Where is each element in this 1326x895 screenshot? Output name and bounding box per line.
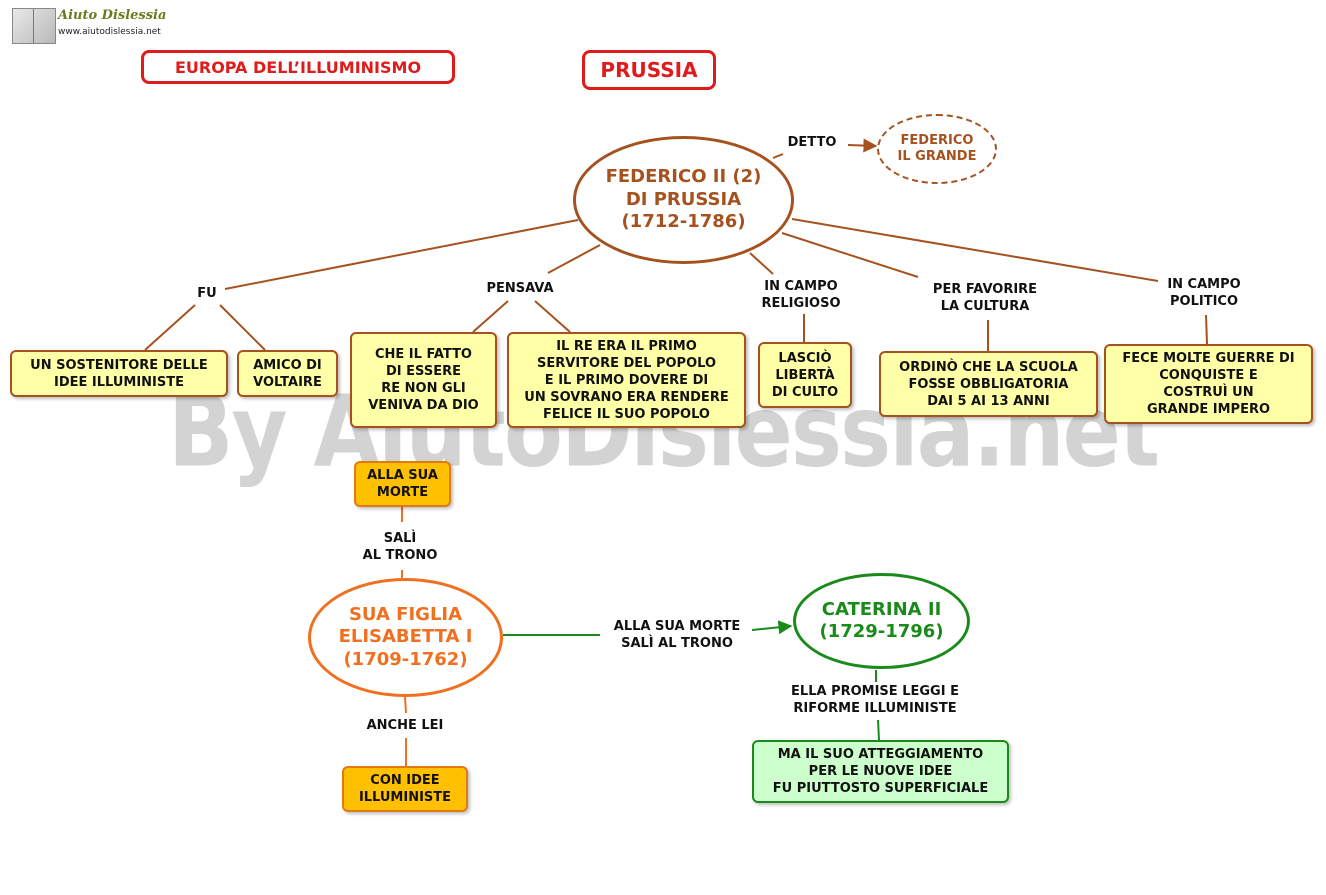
- box-scuola-obbligatoria: ORDINÒ CHE LA SCUOLA FOSSE OBBLIGATORIA …: [879, 351, 1098, 417]
- title-europa: EUROPA DELL’ILLUMINISMO: [141, 50, 455, 84]
- node-federico-il-grande: FEDERICO IL GRANDE: [877, 114, 997, 184]
- box-guerre-impero: FECE MOLTE GUERRE DI CONQUISTE E COSTRUÌ…: [1104, 344, 1313, 424]
- box-primo-servitore: IL RE ERA IL PRIMO SERVITORE DEL POPOLO …: [507, 332, 746, 428]
- label-detto: DETTO: [787, 135, 837, 150]
- site-logo[interactable]: Aiuto Dislessia www.aiutodislessia.net: [12, 6, 172, 44]
- box-con-idee-illuministe: CON IDEE ILLUMINISTE: [342, 766, 468, 812]
- logo-brand: Aiuto Dislessia: [58, 8, 167, 23]
- book-icon: [12, 8, 56, 44]
- title-prussia: PRUSSIA: [582, 50, 716, 90]
- box-alla-sua-morte: ALLA SUA MORTE: [354, 461, 451, 507]
- label-in-campo-religioso: IN CAMPO RELIGIOSO: [761, 279, 841, 311]
- node-elisabetta: SUA FIGLIA ELISABETTA I (1709-1762): [308, 578, 503, 697]
- label-alla-sua-morte-sali-al-trono: ALLA SUA MORTE SALÌ AL TRONO: [613, 619, 741, 651]
- box-liberta-di-culto: LASCIÒ LIBERTÀ DI CULTO: [758, 342, 852, 408]
- box-sostenitore: UN SOSTENITORE DELLE IDEE ILLUMINISTE: [10, 350, 228, 397]
- label-anche-lei: ANCHE LEI: [366, 718, 444, 733]
- label-promise-leggi: ELLA PROMISE LEGGI E RIFORME ILLUMINISTE: [791, 684, 959, 716]
- box-atteggiamento-superficiale: MA IL SUO ATTEGGIAMENTO PER LE NUOVE IDE…: [752, 740, 1009, 803]
- label-fu: FU: [197, 286, 217, 301]
- node-caterina-ii-text: CATERINA II (1729-1796): [819, 598, 944, 643]
- box-amico-di-voltaire: AMICO DI VOLTAIRE: [237, 350, 338, 397]
- label-sali-al-trono: SALÌ AL TRONO: [362, 531, 438, 563]
- node-elisabetta-text: SUA FIGLIA ELISABETTA I (1709-1762): [338, 603, 473, 670]
- node-federico-il-grande-text: FEDERICO IL GRANDE: [897, 132, 977, 164]
- label-pensava: PENSAVA: [486, 281, 554, 296]
- node-federico-ii: FEDERICO II (2) DI PRUSSIA (1712-1786): [573, 136, 794, 264]
- logo-url: www.aiutodislessia.net: [58, 27, 161, 37]
- box-re-non-da-dio: CHE IL FATTO DI ESSERE RE NON GLI VENIVA…: [350, 332, 497, 428]
- node-federico-ii-text: FEDERICO II (2) DI PRUSSIA (1712-1786): [605, 166, 762, 233]
- label-in-campo-politico: IN CAMPO POLITICO: [1167, 277, 1241, 309]
- node-caterina-ii: CATERINA II (1729-1796): [793, 573, 970, 669]
- label-per-favorire-la-cultura: PER FAVORIRE LA CULTURA: [932, 282, 1038, 314]
